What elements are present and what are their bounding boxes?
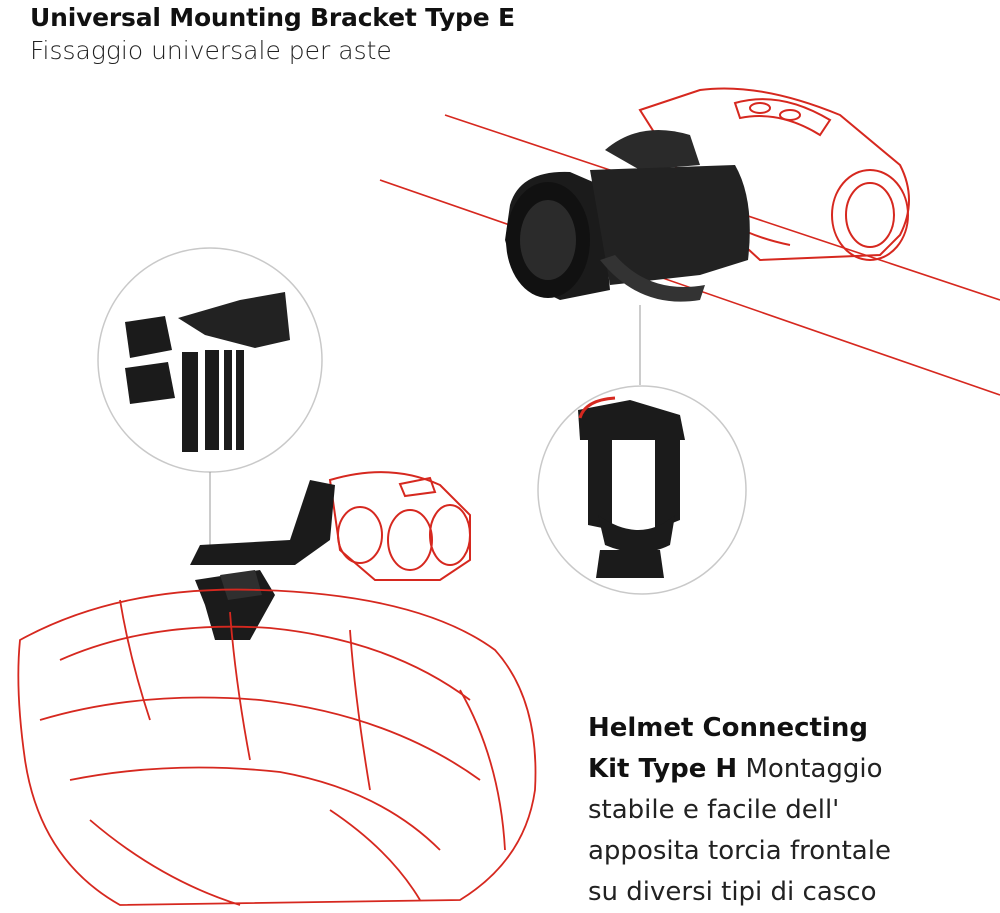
- helmet-kit-desc-inline: Montaggio: [737, 754, 883, 784]
- helmet-sketch: [17, 588, 537, 906]
- helmet-kit-desc-2: stabile e facile dell': [588, 795, 840, 825]
- helmet-kit-line2: Kit Type H Montaggio: [588, 749, 988, 790]
- helmet-bracket: [190, 480, 335, 640]
- bar-mount-bracket: [505, 130, 750, 302]
- kit-parts-circle: [97, 247, 323, 473]
- bar-mount-detail-circle: [537, 385, 747, 595]
- page-title: Universal Mounting Bracket Type E: [30, 3, 515, 32]
- helmet-kit-line1: Helmet Connecting: [588, 708, 988, 749]
- helmet-kit-title-2: Kit Type H: [588, 754, 738, 784]
- helmet-kit-desc-4: su diversi tipi di casco: [588, 877, 877, 907]
- header: Universal Mounting Bracket Type E Fissag…: [30, 2, 515, 68]
- helmet-kit-description: Helmet Connecting Kit Type H Montaggio s…: [588, 708, 988, 913]
- flashlight-sketch-middle: [328, 471, 471, 581]
- page-subtitle: Fissaggio universale per aste: [30, 36, 392, 65]
- helmet-kit-desc-3: apposita torcia frontale: [588, 836, 891, 866]
- flashlight-sketch-top: [638, 87, 910, 262]
- helmet-kit-title-1: Helmet Connecting: [588, 713, 868, 743]
